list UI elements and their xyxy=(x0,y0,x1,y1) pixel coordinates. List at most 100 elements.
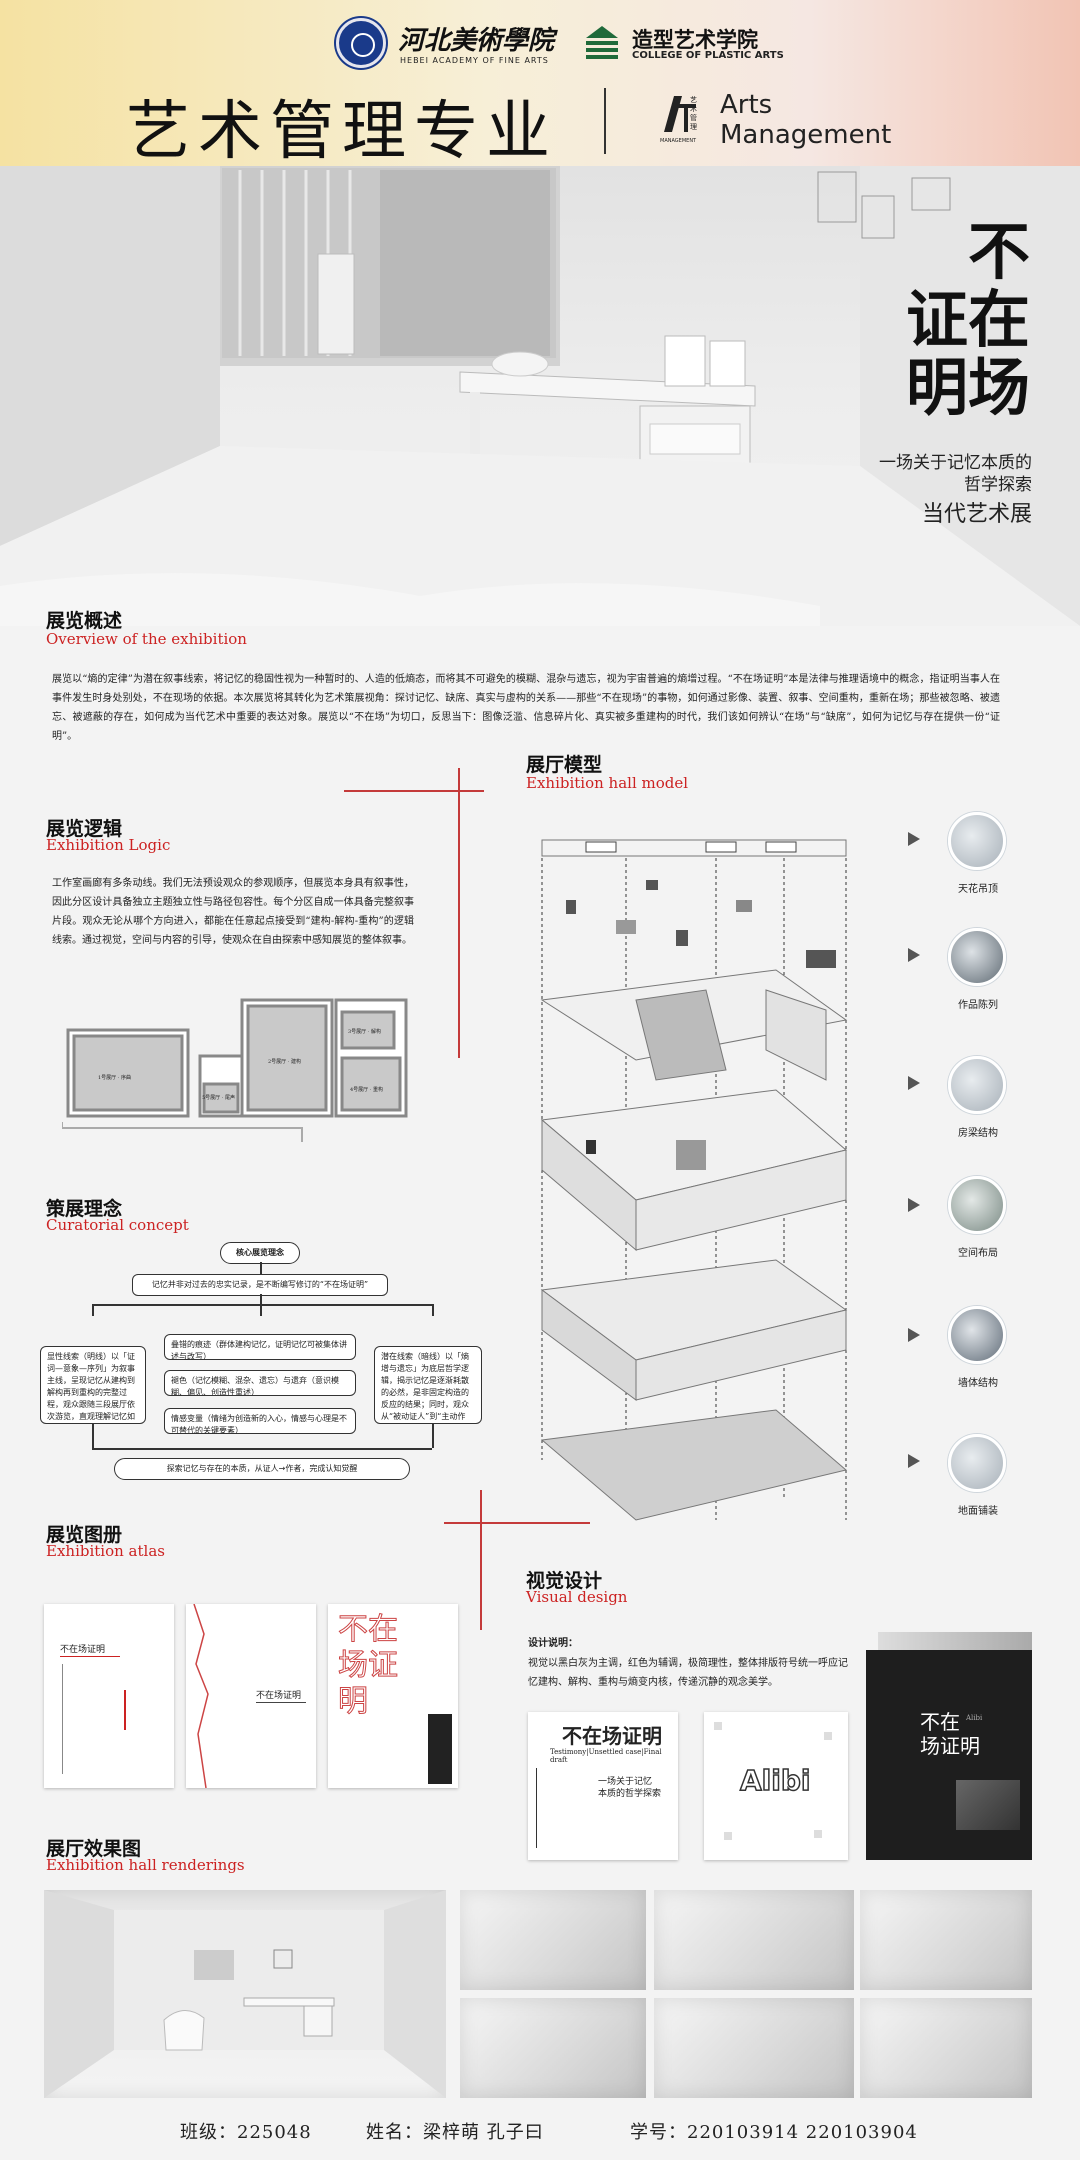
poster-card-1-title: 不在场证明 xyxy=(562,1724,662,1748)
subtitle-line-2: 哲学探索 xyxy=(964,475,1032,495)
poster-card-3-title: 不在 场证明 xyxy=(920,1710,980,1758)
room-2-label: 2号展厅 · 建构 xyxy=(268,1059,301,1065)
logic-text: 工作室画廊有多条动线。我们无法预设观众的参观顺序，但展览本身具有叙事性，因此分区… xyxy=(52,878,414,946)
arrow-layout xyxy=(908,1198,920,1212)
rendering-main-room xyxy=(44,1890,446,2098)
poster-card-3-photo xyxy=(956,1780,1020,1830)
arrow-ceiling xyxy=(908,832,920,846)
rendering-7 xyxy=(860,1998,1032,2098)
flow-left-line: 显性线索（明线）以「证词—意象—序列」为叙事主线，呈现记忆从建构到解构再到重构的… xyxy=(40,1346,146,1424)
footer-student-ids: 学号：220103914 220103904 xyxy=(630,2122,918,2143)
beam-photo xyxy=(948,1056,1006,1114)
poster-card-2: Alibi xyxy=(704,1712,848,1860)
poster-card-1-en: Testimony|Unsettled case|Final draft xyxy=(550,1748,662,1764)
atlas-page-2-map xyxy=(193,1604,209,1788)
room-4-label: 4号展厅 · 重构 xyxy=(350,1087,383,1093)
atlas-page-1: 不在场证明 xyxy=(44,1604,174,1788)
poster-card-2-logo: Alibi xyxy=(739,1763,811,1798)
renderings-heading: 展厅效果图 xyxy=(46,1838,142,1860)
curatorial-heading-en: Curatorial concept xyxy=(46,1216,189,1234)
poster-card-3-en: Alibi xyxy=(966,1714,983,1722)
red-line-v2 xyxy=(480,1490,482,1630)
arts-management-logo: 艺术管理 MANAGEMENT xyxy=(660,92,704,148)
flow-connector xyxy=(432,1424,434,1448)
flow-connector xyxy=(92,1424,94,1448)
hall-model-heading: 展厅模型 xyxy=(526,754,603,776)
poster-card-1-line xyxy=(536,1768,537,1848)
title-line-3: 明场 xyxy=(905,351,1030,424)
beam-label: 房梁结构 xyxy=(958,1128,998,1139)
rendering-3 xyxy=(654,1890,854,1990)
atlas-page-1-rule xyxy=(60,1656,120,1657)
rendering-4 xyxy=(860,1890,1032,1990)
exploded-axonometric-model xyxy=(526,820,866,1540)
arrow-floor xyxy=(908,1454,920,1468)
atlas-page-2-title: 不在场证明 xyxy=(256,1691,302,1701)
atlas-page-3: 不在场证明 xyxy=(328,1604,458,1788)
curatorial-heading: 策展理念 xyxy=(46,1198,123,1220)
overview-heading: 展览概述 xyxy=(46,610,123,632)
poster-card-3-title-1: 不在 xyxy=(920,1710,960,1734)
flow-connector xyxy=(92,1304,94,1316)
atlas-page-2: 不在场证明 xyxy=(186,1604,316,1788)
flow-center-2: 褪色（记忆模糊、混杂、遗忘）与遗弃（意识模糊、偏见、创造性重述） xyxy=(164,1370,356,1396)
visual-design-text: 视觉以黑白灰为主调，红色为辅调，极简理性，整体排版符号统一呼应记忆建构、解构、重… xyxy=(528,1658,848,1688)
poster-card-1: 不在场证明 Testimony|Unsettled case|Final dra… xyxy=(528,1712,678,1860)
rendering-2 xyxy=(460,1890,646,1990)
flow-step1: 记忆并非对过去的忠实记录，是不断编写修订的“不在场证明” xyxy=(132,1274,388,1296)
title-line-2: 证在 xyxy=(905,283,1030,356)
exhibition-title: 不 证在 明场 xyxy=(880,218,1030,422)
red-line-h2 xyxy=(444,1522,590,1524)
wall-photo xyxy=(948,1306,1006,1364)
subtitle-line-1: 一场关于记忆本质的 xyxy=(879,453,1032,473)
atlas-heading-en: Exhibition atlas xyxy=(46,1542,165,1560)
school-emblem-icon xyxy=(336,18,386,68)
curatorial-flowchart: 核心展览理念 记忆并非对过去的忠实记录，是不断编写修订的“不在场证明” 显性线索… xyxy=(40,1240,490,1490)
rendering-main xyxy=(44,1890,446,2098)
overview-heading-en: Overview of the exhibition xyxy=(46,630,247,648)
atlas-page-3-band xyxy=(428,1714,452,1784)
major-title: 艺术管理专业 xyxy=(126,95,558,169)
poster-header xyxy=(0,0,1080,166)
school-name: 河北美術學院 xyxy=(398,26,555,56)
floor-label: 地面铺装 xyxy=(958,1506,998,1517)
flow-connector xyxy=(432,1304,434,1316)
logic-heading-en: Exhibition Logic xyxy=(46,836,171,854)
red-line-h1 xyxy=(344,790,484,792)
flow-connector xyxy=(260,1294,262,1316)
layout-photo xyxy=(948,1176,1006,1234)
atlas-page-3-title: 不在场证明 xyxy=(338,1612,399,1720)
arrow-display xyxy=(908,948,920,962)
atlas-page-1-line xyxy=(62,1664,63,1774)
floor-plan: 1号展厅 · 序曲 5号展厅 · 尾声 2号展厅 · 建构 3号展厅 · 解构 … xyxy=(61,994,422,1144)
hall-model-heading-en: Exhibition hall model xyxy=(526,774,689,792)
college-name: 造型艺术学院 xyxy=(632,28,758,52)
room-5-label: 5号展厅 · 尾声 xyxy=(202,1095,235,1101)
flow-bottom: 探索记忆与存在的本质，从证人→作者，完成认知觉醒 xyxy=(114,1458,410,1480)
exhibition-tag: 当代艺术展 xyxy=(921,502,1032,527)
arrow-beam xyxy=(908,1076,920,1090)
title-line-1: 不 xyxy=(967,215,1030,288)
arts-management-en: Arts Management xyxy=(720,90,891,150)
college-logo-icon xyxy=(586,26,618,59)
footer-names: 姓名：梁梓萌 孔子曰 xyxy=(366,2122,544,2143)
atlas-page-1-mark xyxy=(124,1690,126,1730)
red-line-v1 xyxy=(458,768,460,1058)
wall-label: 墙体结构 xyxy=(958,1378,998,1389)
renderings-heading-en: Exhibition hall renderings xyxy=(46,1856,245,1874)
am-en-line2: Management xyxy=(720,120,892,150)
poster-card-1-sub2: 本质的哲学探索 xyxy=(598,1789,662,1799)
atlas-page-1-title: 不在场证明 xyxy=(60,1645,106,1655)
rendering-5 xyxy=(460,1998,646,2098)
overview-text: 展览以“熵的定律”为潜在叙事线索，将记忆的稳固性视为一种暂时的、人造的低熵态，而… xyxy=(52,674,1000,742)
ceiling-label: 天花吊顶 xyxy=(958,884,998,895)
atlas-heading: 展览图册 xyxy=(46,1524,123,1546)
poster-card-3-title-2: 场证明 xyxy=(920,1734,980,1758)
arrow-wall xyxy=(908,1328,920,1342)
poster-card-1-sub1: 一场关于记忆 xyxy=(598,1777,653,1787)
rendering-6 xyxy=(654,1998,854,2098)
header-divider xyxy=(604,88,606,154)
room-1-label: 1号展厅 · 序曲 xyxy=(98,1075,131,1081)
exhibition-subtitle: 一场关于记忆本质的 哲学探索 xyxy=(862,452,1032,496)
hero-room-illustration xyxy=(0,166,1080,626)
